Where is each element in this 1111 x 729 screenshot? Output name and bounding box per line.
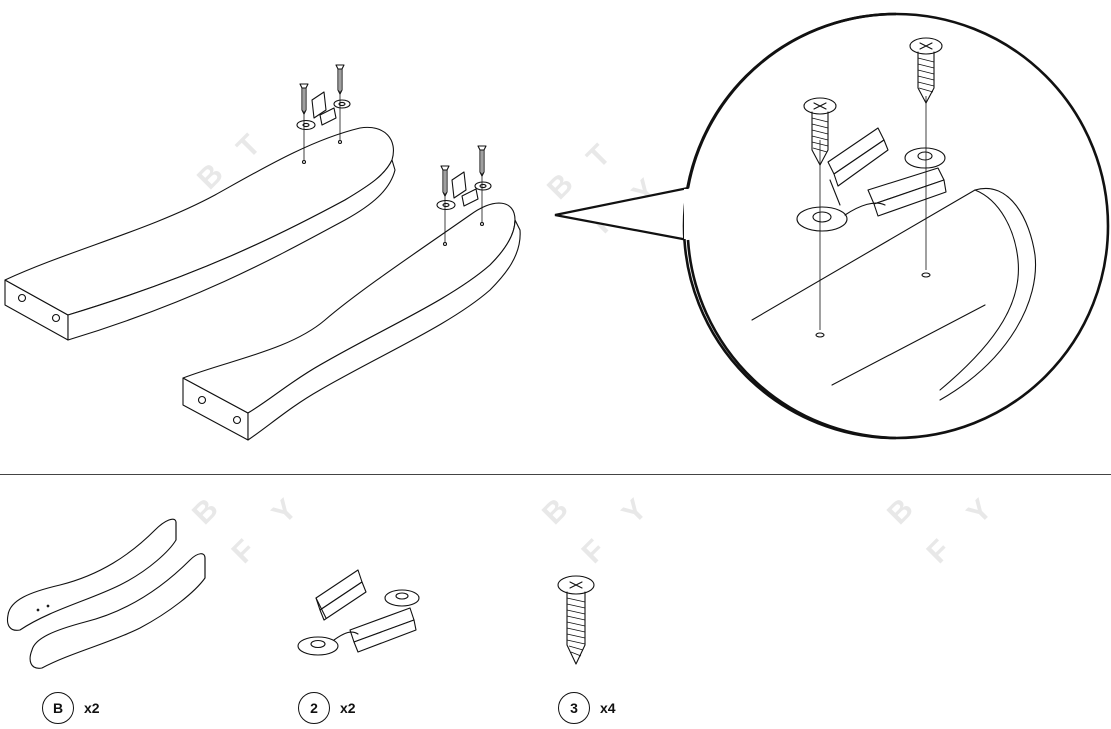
- part-label-b: B x2: [42, 692, 100, 724]
- part-quantity: x4: [600, 700, 616, 716]
- wooden-leg-1: [4, 126, 396, 341]
- part-label-3: 3 x4: [558, 692, 616, 724]
- watermark-letter: B: [186, 492, 225, 531]
- part-label-2: 2 x2: [298, 692, 356, 724]
- watermark-letter: F: [225, 533, 262, 570]
- section-divider: [0, 474, 1111, 475]
- watermark-letter: Y: [960, 492, 999, 531]
- screw-icon: [557, 575, 595, 665]
- watermark-letter: B: [536, 492, 575, 531]
- watermark-letter: Y: [265, 492, 304, 531]
- watermark-letter: F: [920, 533, 957, 570]
- watermark-letter: B: [881, 492, 920, 531]
- bracket-assembly-1: [296, 64, 351, 165]
- watermark-letter: F: [575, 533, 612, 570]
- part-id-badge: 3: [558, 692, 590, 724]
- bracket-icon: [297, 569, 420, 656]
- bracket-assembly-2: [436, 145, 492, 247]
- wooden-leg-icon: [6, 518, 206, 669]
- assembly-illustration: [4, 12, 1110, 441]
- part-id-badge: B: [42, 692, 74, 724]
- watermark-letter: Y: [615, 492, 654, 531]
- part-quantity: x2: [340, 700, 356, 716]
- detail-magnifier: [554, 12, 1110, 440]
- part-id-badge: 2: [298, 692, 330, 724]
- part-quantity: x2: [84, 700, 100, 716]
- wooden-leg-2: [182, 202, 521, 441]
